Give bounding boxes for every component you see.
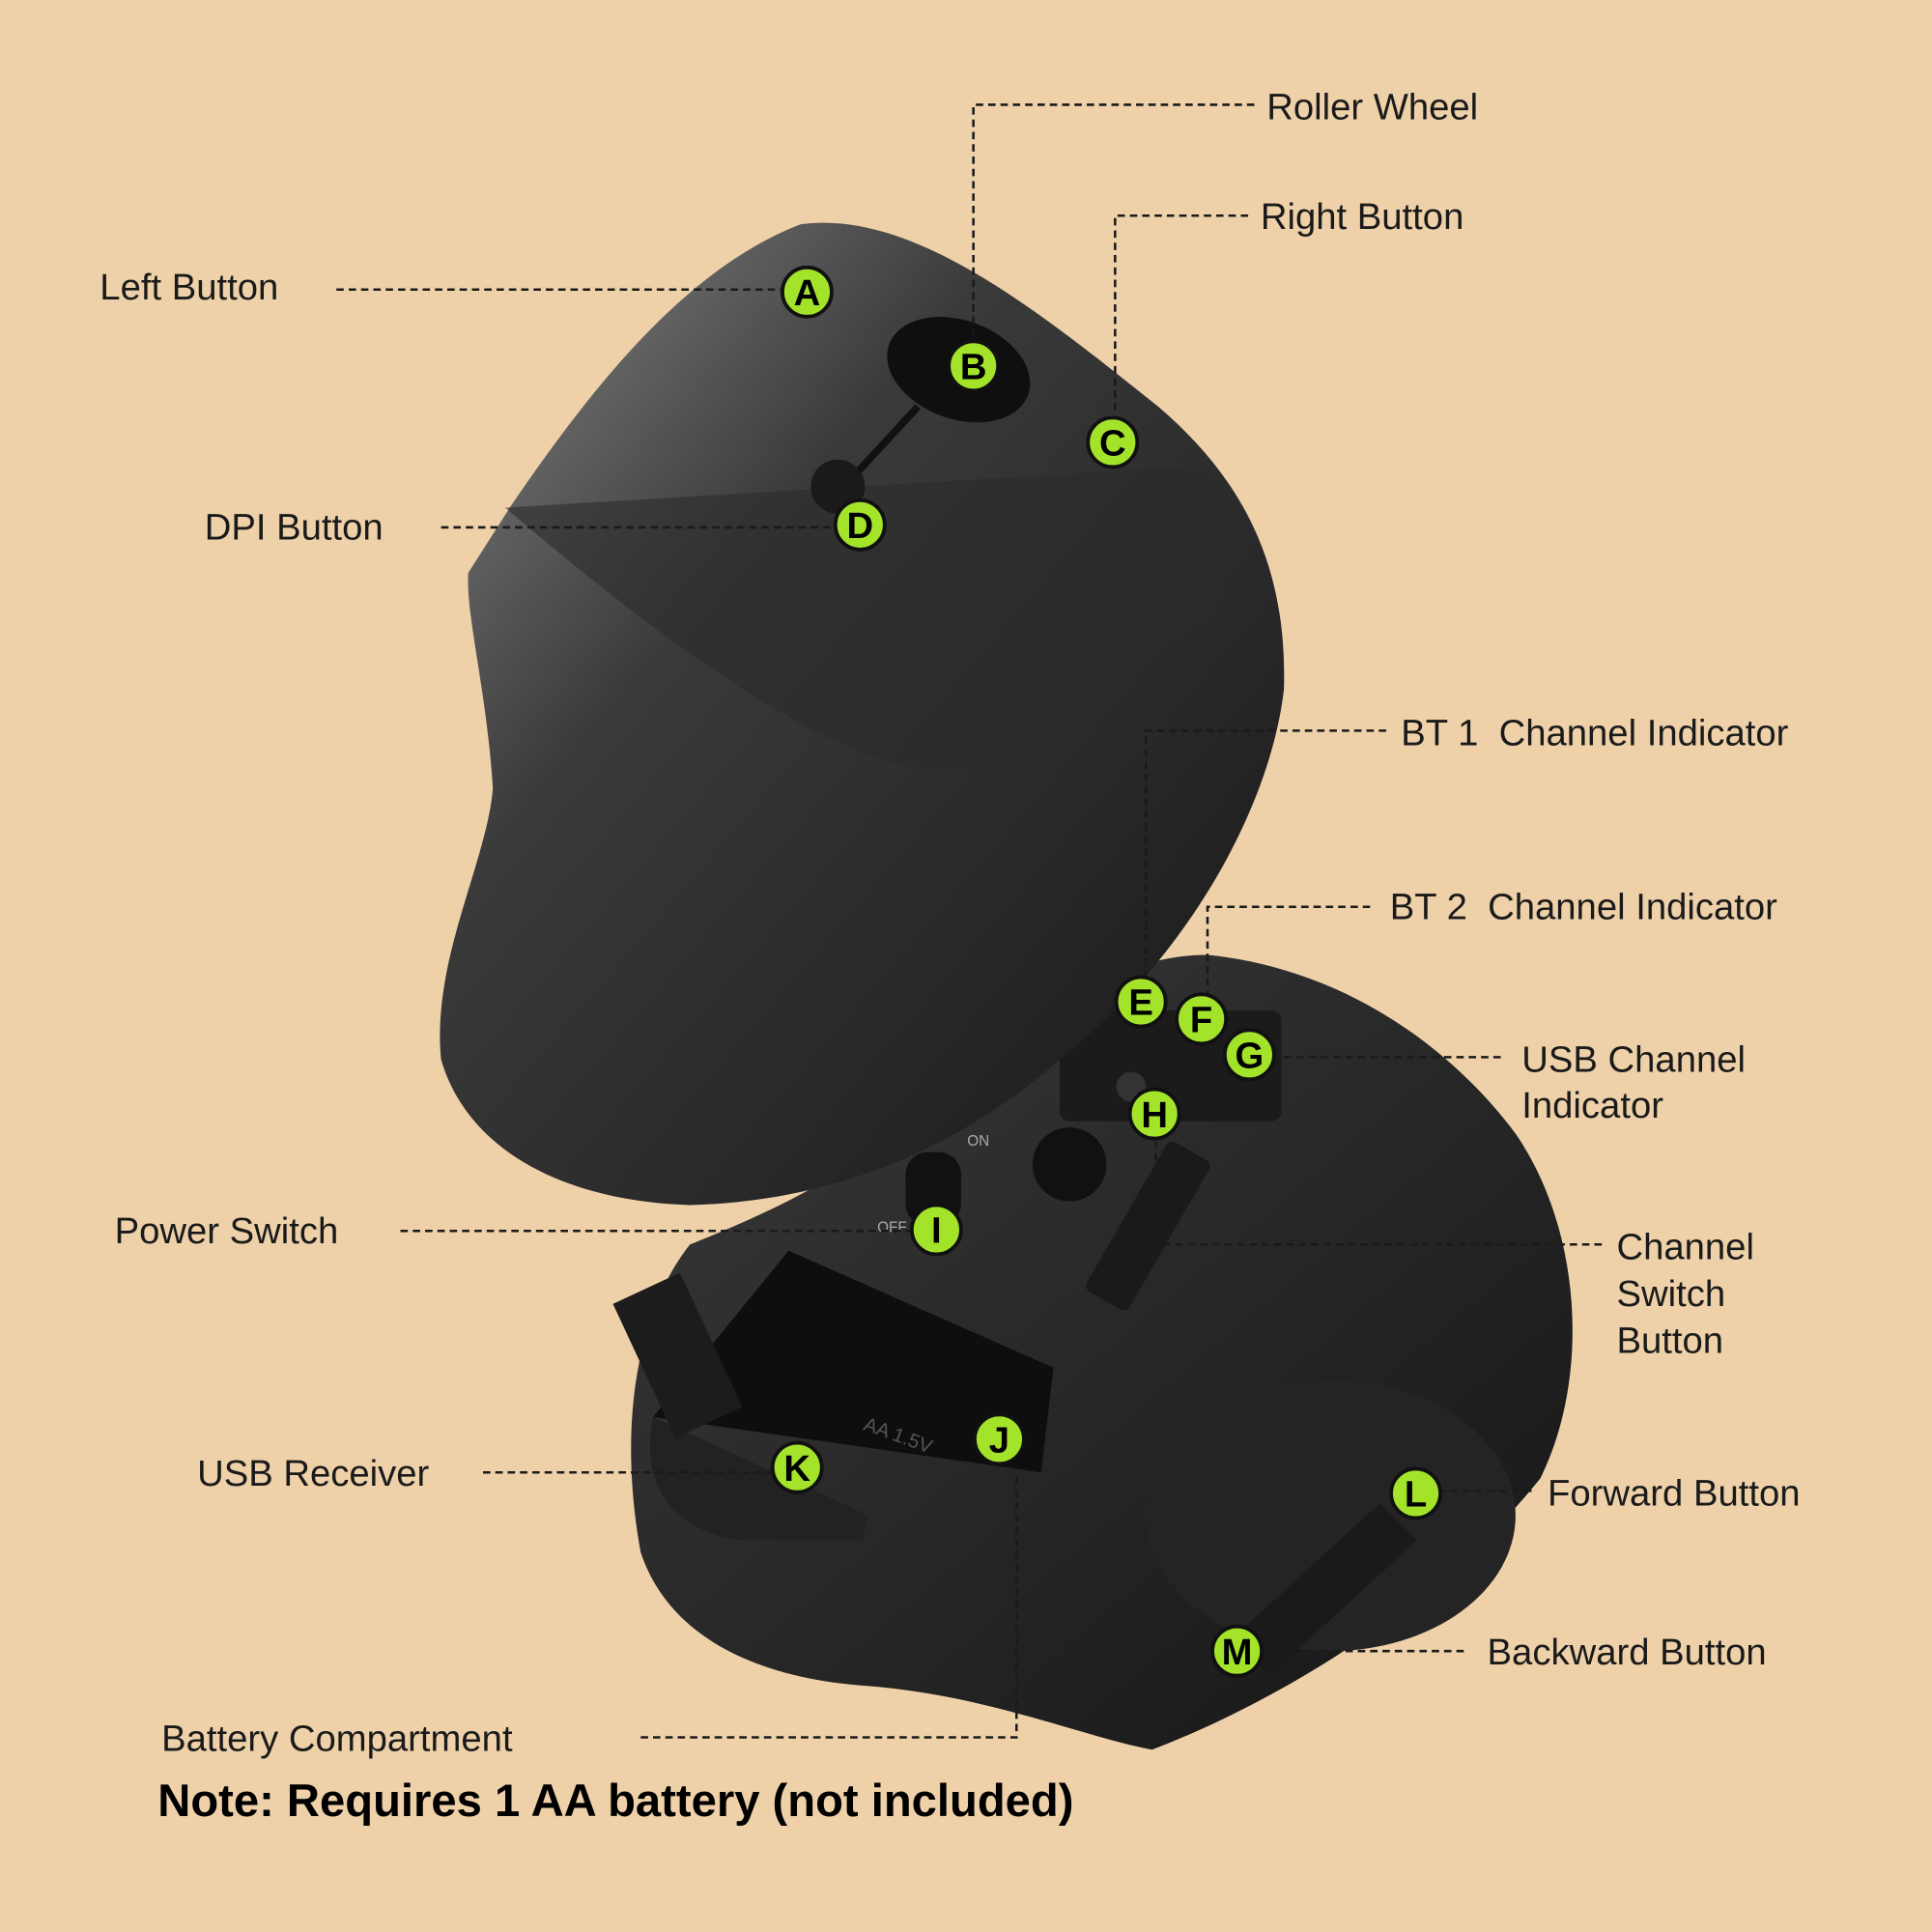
palm-seam [504, 466, 1229, 771]
badge-g: G [1222, 1028, 1276, 1082]
label-dpi-button: DPI Button [205, 507, 384, 549]
mouse-bottom-view: ON OFF AA 1.5V [612, 954, 1573, 1750]
off-mark: OFF [877, 1220, 907, 1236]
badge-l: L [1389, 1466, 1442, 1520]
badge-j: J [973, 1412, 1026, 1466]
label-right-button: Right Button [1261, 196, 1464, 238]
svg-text:L: L [1405, 1474, 1427, 1516]
label-channel-switch-2: Switch [1616, 1273, 1725, 1315]
on-mark: ON [967, 1133, 989, 1150]
svg-text:I: I [931, 1210, 942, 1252]
svg-text:F: F [1190, 1000, 1212, 1041]
badge-c: C [1086, 415, 1140, 469]
battery-compartment [653, 1250, 1054, 1473]
badge-d: D [833, 497, 887, 552]
badge-k: K [770, 1440, 824, 1494]
badge-a: A [781, 265, 834, 319]
receiver-slot [649, 1416, 869, 1541]
side-buttons [1232, 1503, 1417, 1676]
thumb-rest [1146, 1379, 1516, 1652]
usb-receiver [612, 1272, 743, 1438]
label-usb-indicator-2: Indicator [1521, 1085, 1663, 1126]
label-backward-button: Backward Button [1488, 1632, 1767, 1673]
svg-text:E: E [1128, 982, 1153, 1024]
badge-f: F [1175, 992, 1229, 1046]
badge-h: H [1127, 1087, 1181, 1141]
badge-b: B [947, 339, 1001, 393]
label-left-button: Left Button [99, 267, 278, 308]
battery-note: Note: Requires 1 AA battery (not include… [157, 1776, 1073, 1827]
svg-text:H: H [1141, 1094, 1168, 1136]
svg-text:K: K [783, 1448, 810, 1490]
badge-i: I [909, 1203, 963, 1257]
label-roller-wheel: Roller Wheel [1266, 87, 1478, 128]
leader-lines [336, 103, 1603, 1739]
svg-text:C: C [1099, 423, 1126, 465]
sensor [1032, 1127, 1107, 1202]
svg-text:J: J [989, 1420, 1009, 1462]
label-forward-button: Forward Button [1548, 1473, 1801, 1515]
label-power-switch: Power Switch [115, 1210, 339, 1252]
svg-text:A: A [794, 272, 821, 314]
indicator-panel [1059, 1009, 1282, 1122]
badge-m: M [1210, 1624, 1264, 1678]
label-bt1-indicator: BT 1 Channel Indicator [1401, 713, 1788, 754]
label-channel-switch-1: Channel [1616, 1227, 1754, 1268]
label-bt2-indicator: BT 2 Channel Indicator [1390, 887, 1777, 928]
mouse-top-view [440, 222, 1285, 1206]
svg-text:M: M [1222, 1632, 1253, 1673]
svg-text:B: B [960, 347, 987, 388]
label-channel-switch-3: Button [1616, 1321, 1723, 1362]
label-usb-indicator-1: USB Channel [1521, 1039, 1746, 1081]
glide-pad [1086, 1141, 1210, 1311]
svg-text:D: D [846, 505, 873, 547]
badge-e: E [1114, 975, 1168, 1029]
label-usb-receiver: USB Receiver [197, 1453, 429, 1494]
label-battery-compartment: Battery Compartment [161, 1719, 513, 1760]
svg-text:G: G [1235, 1036, 1264, 1077]
